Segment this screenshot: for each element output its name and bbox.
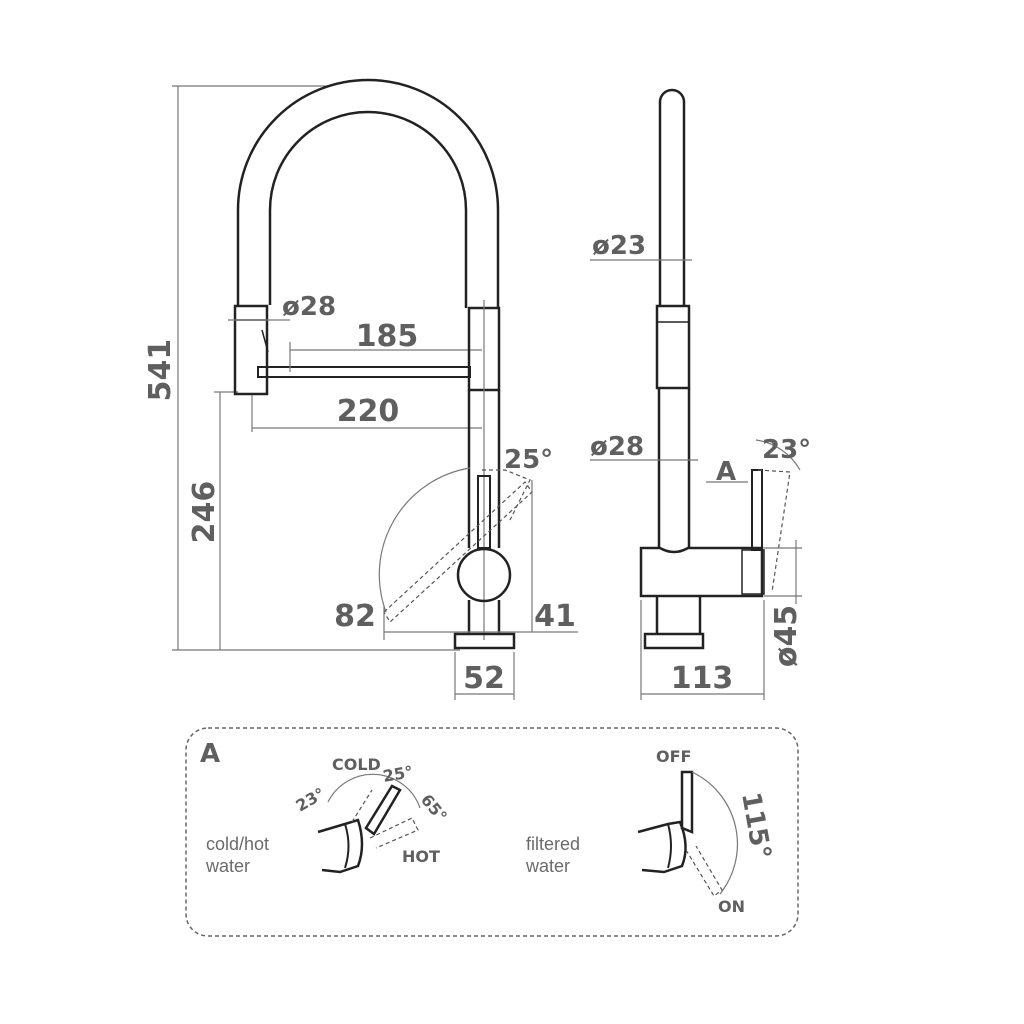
- filtered-lever-diagram: OFF ON 115°: [637, 747, 776, 916]
- side-base: [643, 632, 705, 650]
- reach-inner-label: 185: [356, 319, 419, 354]
- mixer-body: [639, 546, 764, 598]
- overall-height-label: 541: [143, 339, 178, 402]
- angle-23-label: 23°: [293, 784, 329, 816]
- base-diameter-label: ø45: [769, 605, 804, 667]
- angle-65-label: 65°: [417, 790, 451, 825]
- cold-hot-label-line2: water: [205, 856, 250, 876]
- body-diameter-label: ø28: [590, 432, 644, 462]
- gooseneck-hose: [236, 78, 500, 308]
- side-sleeve: [655, 304, 691, 390]
- side-lever-angle-label: 23°: [762, 435, 811, 465]
- front-lever-angle-label: 25°: [504, 445, 553, 475]
- angle-115-label: 115°: [735, 790, 776, 861]
- spray-head-diameter-label: ø28: [282, 292, 336, 322]
- base-depth-label: 113: [671, 661, 734, 696]
- lever-hub: [456, 547, 512, 603]
- off-label: OFF: [656, 747, 691, 766]
- side-lever: [751, 469, 763, 551]
- detail-a-marker: A: [716, 457, 736, 487]
- spout-height-label: 246: [187, 481, 222, 544]
- base-width-label: 52: [463, 661, 505, 696]
- left-offset-label: 82: [334, 599, 376, 634]
- cold-hot-lever-diagram: COLD HOT 23° 25° 65°: [293, 755, 451, 874]
- cold-label: COLD: [332, 755, 381, 774]
- spray-head: [233, 304, 269, 396]
- side-view: ø23 ø28 A 23° ø45 113: [590, 88, 811, 700]
- hot-label: HOT: [402, 847, 440, 866]
- detail-a-title: A: [200, 739, 220, 769]
- angle-25-label: 25°: [381, 762, 414, 786]
- front-view: 541 246 ø28 185 220: [143, 78, 578, 700]
- filtered-label-line2: water: [525, 856, 570, 876]
- side-hose: [658, 88, 686, 306]
- detail-a-panel: A cold/hot water COLD HOT 23° 25° 65° fi…: [185, 727, 799, 937]
- cold-hot-label-line1: cold/hot: [206, 834, 269, 854]
- filtered-label-line1: filtered: [526, 834, 580, 854]
- hose-diameter-label: ø23: [592, 231, 646, 261]
- on-label: ON: [718, 897, 745, 916]
- right-offset-label: 41: [534, 599, 576, 634]
- reach-outer-label: 220: [337, 394, 400, 429]
- front-base: [453, 632, 516, 650]
